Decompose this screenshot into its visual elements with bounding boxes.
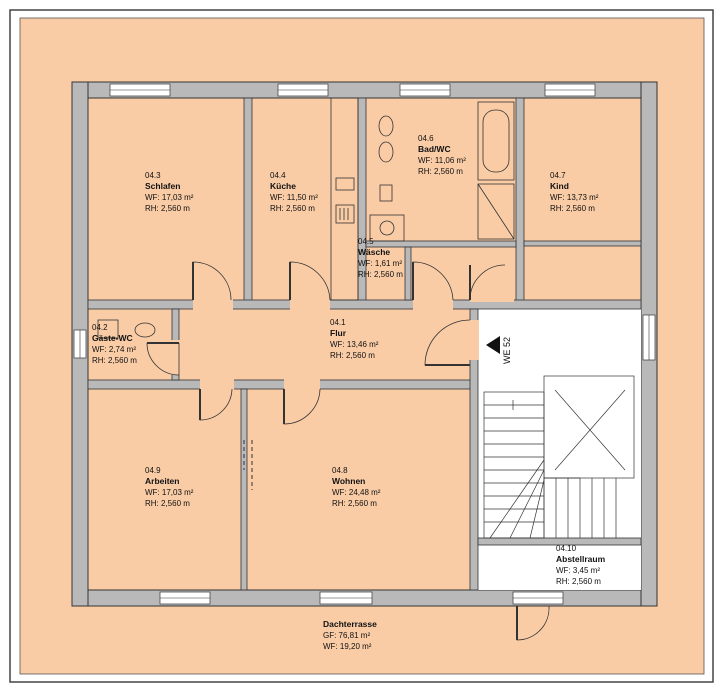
room-wf: WF: 13,46 m² <box>330 340 379 349</box>
guest-wc-fixtures <box>97 319 156 339</box>
room-number: 04.2 <box>92 323 108 332</box>
room-kueche: 04.4 Küche WF: 11,50 m² RH: 2,560 m <box>270 170 318 214</box>
room-number: 04.6 <box>418 134 434 143</box>
room-number: 04.7 <box>550 171 566 180</box>
room-number: 04.8 <box>332 466 348 475</box>
room-rh: RH: 2,560 m <box>556 577 601 586</box>
room-abstellraum: 04.10 Abstellraum WF: 3,45 m² RH: 2,560 … <box>556 543 605 587</box>
room-name: Bad/WC <box>418 144 451 154</box>
bath-fixtures <box>378 101 515 240</box>
room-rh: RH: 2,560 m <box>270 204 315 213</box>
room-name: Abstellraum <box>556 554 606 564</box>
room-name: Wohnen <box>332 476 366 486</box>
room-waesche: 04.5 Wäsche WF: 1,61 m² RH: 2,560 m <box>358 236 403 280</box>
washer <box>369 214 405 242</box>
room-flur: 04.1 Flur WF: 13,46 m² RH: 2,560 m <box>330 317 378 361</box>
terrace-label: Dachterrasse GF: 76,81 m² WF: 19,20 m² <box>323 619 377 652</box>
room-name: Wäsche <box>358 247 391 257</box>
door-openings <box>171 250 514 390</box>
room-kind: 04.7 Kind WF: 13,73 m² RH: 2,560 m <box>550 170 598 214</box>
room-wohnen: 04.8 Wohnen WF: 24,48 m² RH: 2,560 m <box>332 465 380 509</box>
room-gaeste-wc: 04.2 Gäste-WC WF: 2,74 m² RH: 2,560 m <box>92 322 137 366</box>
interior-walls <box>87 97 642 591</box>
room-name: Flur <box>330 328 347 338</box>
terrace-gf: GF: 76,81 m² <box>323 631 371 640</box>
room-wf: WF: 1,61 m² <box>358 259 403 268</box>
room-number: 04.4 <box>270 171 286 180</box>
room-rh: RH: 2,560 m <box>92 356 137 365</box>
stair-tag: WE 52 <box>502 336 512 364</box>
kitchen-counter <box>330 97 359 301</box>
room-rh: RH: 2,560 m <box>358 270 403 279</box>
room-schlafen: 04.3 Schlafen WF: 17,03 m² RH: 2,560 m <box>145 170 193 214</box>
room-wf: WF: 3,45 m² <box>556 566 601 575</box>
terrace-name: Dachterrasse <box>323 619 377 629</box>
room-number: 04.3 <box>145 171 161 180</box>
room-wf: WF: 11,06 m² <box>418 156 466 165</box>
room-rh: RH: 2,560 m <box>330 351 375 360</box>
room-rh: RH: 2,560 m <box>550 204 595 213</box>
room-name: Kind <box>550 181 569 191</box>
room-rh: RH: 2,560 m <box>332 499 377 508</box>
staircase <box>483 375 635 539</box>
page-frame <box>9 9 714 683</box>
door-leaves <box>147 262 518 640</box>
room-rh: RH: 2,560 m <box>145 204 190 213</box>
stair-arrow-icon <box>486 336 500 354</box>
room-wf: WF: 17,03 m² <box>145 193 194 202</box>
room-wf: WF: 2,74 m² <box>92 345 137 354</box>
room-rh: RH: 2,560 m <box>145 499 190 508</box>
room-number: 04.10 <box>556 544 577 553</box>
room-wf: WF: 11,50 m² <box>270 193 318 202</box>
room-rh: RH: 2,560 m <box>418 167 463 176</box>
room-name: Küche <box>270 181 296 191</box>
room-name: Schlafen <box>145 181 181 191</box>
room-bad-wc: 04.6 Bad/WC WF: 11,06 m² RH: 2,560 m <box>418 133 466 177</box>
room-number: 04.1 <box>330 318 346 327</box>
room-wf: WF: 13,73 m² <box>550 193 599 202</box>
room-name: Gäste-WC <box>92 333 133 343</box>
window-lines <box>79 89 650 599</box>
doors <box>146 261 550 641</box>
room-arbeiten: 04.9 Arbeiten WF: 17,03 m² RH: 2,560 m <box>145 465 193 509</box>
terrace-wf: WF: 19,20 m² <box>323 642 372 651</box>
room-name: Arbeiten <box>145 476 180 486</box>
sliding-door <box>243 440 253 490</box>
room-wf: WF: 24,48 m² <box>332 488 381 497</box>
room-number: 04.9 <box>145 466 161 475</box>
room-wf: WF: 17,03 m² <box>145 488 194 497</box>
room-number: 04.5 <box>358 237 374 246</box>
